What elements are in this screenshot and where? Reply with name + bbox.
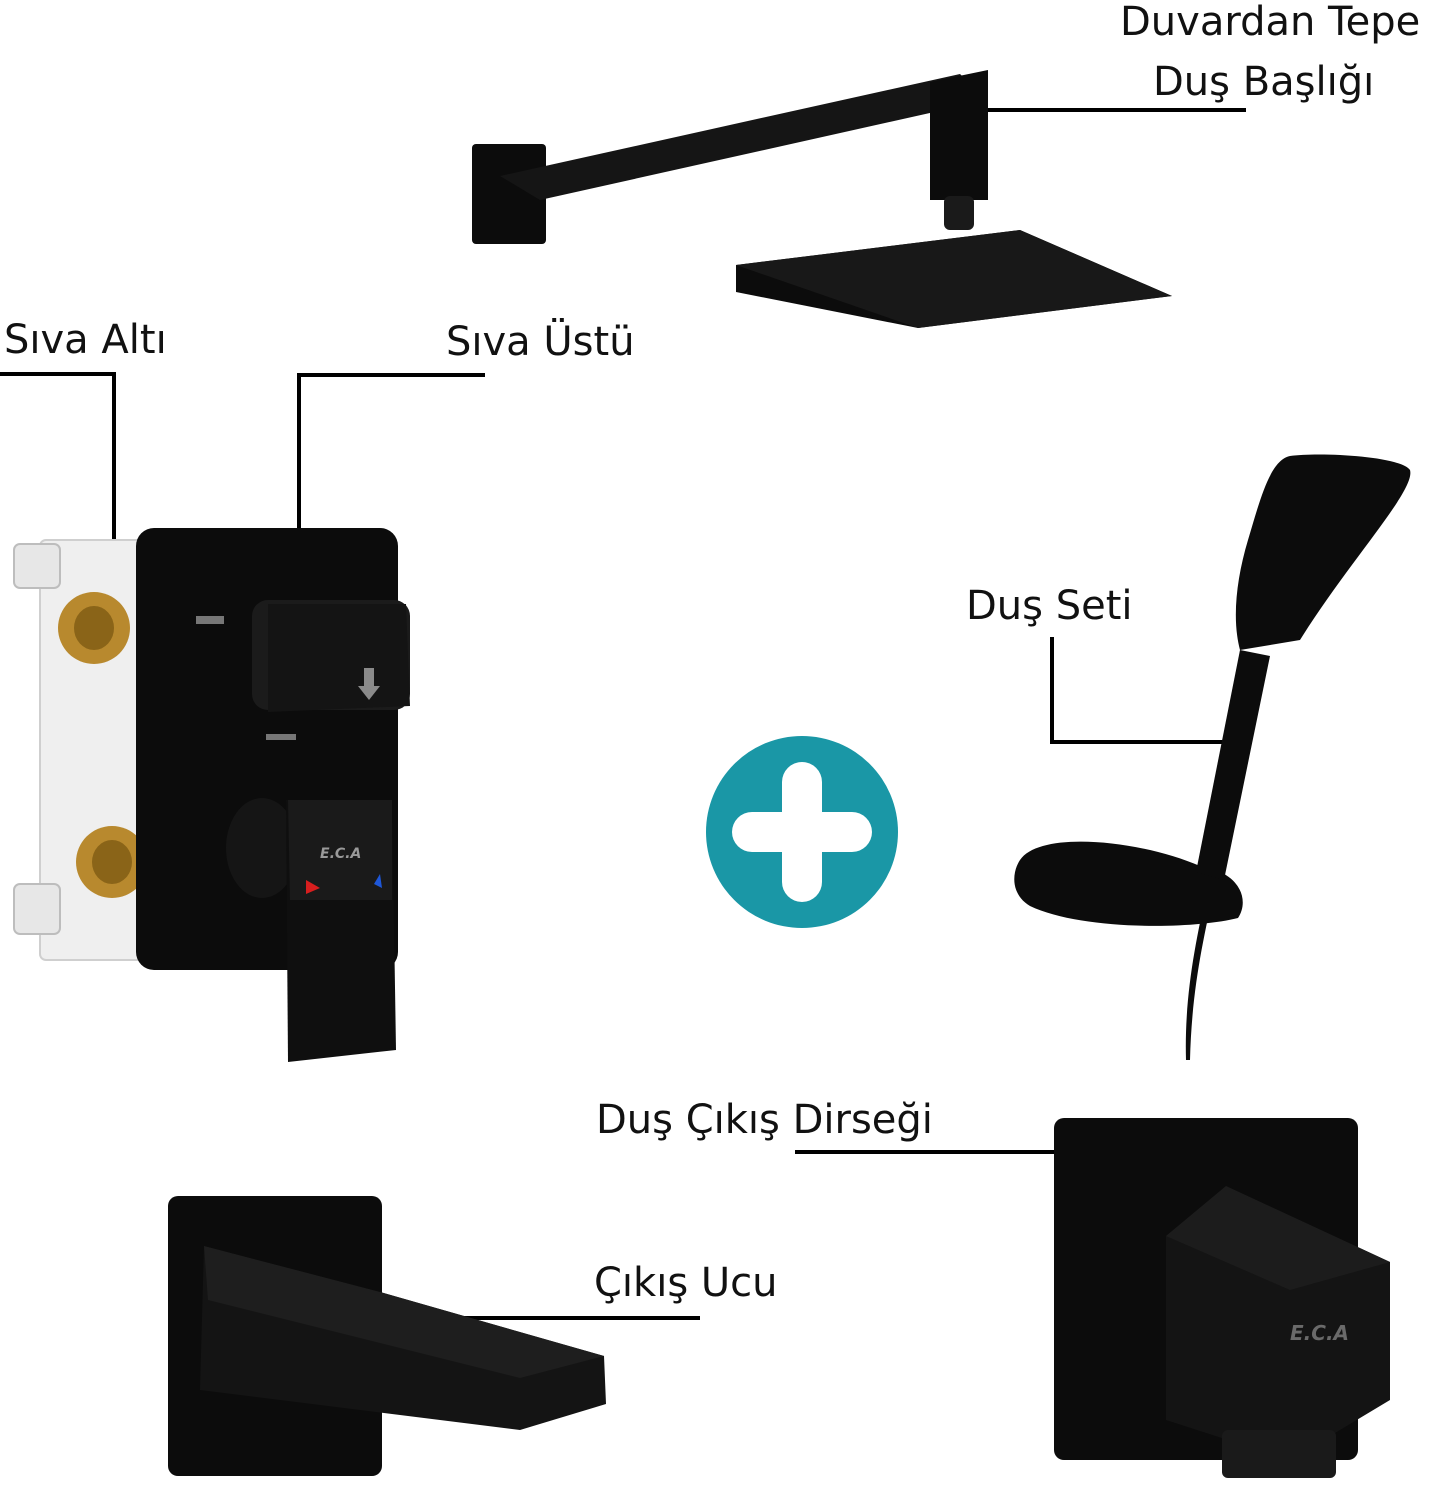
leader-elbow: [795, 1150, 1140, 1154]
label-exposed: Sıva Üstü: [446, 319, 635, 365]
mixer-plate: E.C.A: [136, 528, 410, 1062]
leader-handset-v: [1050, 637, 1054, 743]
red-hot-indicator: [306, 880, 320, 894]
leader-handset-h: [1050, 740, 1232, 744]
leader-exposed-v: [297, 373, 301, 605]
leader-head: [950, 108, 1246, 112]
spout-symbol: [266, 734, 296, 740]
blue-cold-indicator: [374, 874, 382, 888]
brand-mark-elbow: E.C.A: [1290, 1321, 1349, 1345]
plus-icon: [706, 736, 898, 928]
concealed-box: [13, 539, 151, 961]
brand-mark: E.C.A: [320, 846, 361, 862]
label-hand-set: Duş Seti: [966, 583, 1133, 629]
label-elbow: Duş Çıkış Dirseği: [596, 1097, 933, 1143]
leader-concealed-v: [112, 372, 116, 602]
shower-outlet-elbow: E.C.A: [1054, 1118, 1390, 1478]
label-head-line2: Duş Başlığı: [1153, 59, 1375, 105]
leader-spout: [448, 1316, 700, 1320]
label-head-line1: Duvardan Tepe: [1120, 0, 1421, 45]
leader-concealed-h: [0, 372, 116, 376]
label-concealed: Sıva Altı: [4, 317, 167, 363]
label-spout: Çıkış Ucu: [594, 1260, 778, 1306]
hand-shower-set: [1014, 454, 1411, 1060]
shower-symbol: [196, 616, 224, 624]
spout: [168, 1196, 606, 1476]
arrow-down-icon: [358, 668, 380, 700]
leader-exposed-h: [297, 373, 485, 377]
overhead-shower-head: [472, 70, 1172, 328]
